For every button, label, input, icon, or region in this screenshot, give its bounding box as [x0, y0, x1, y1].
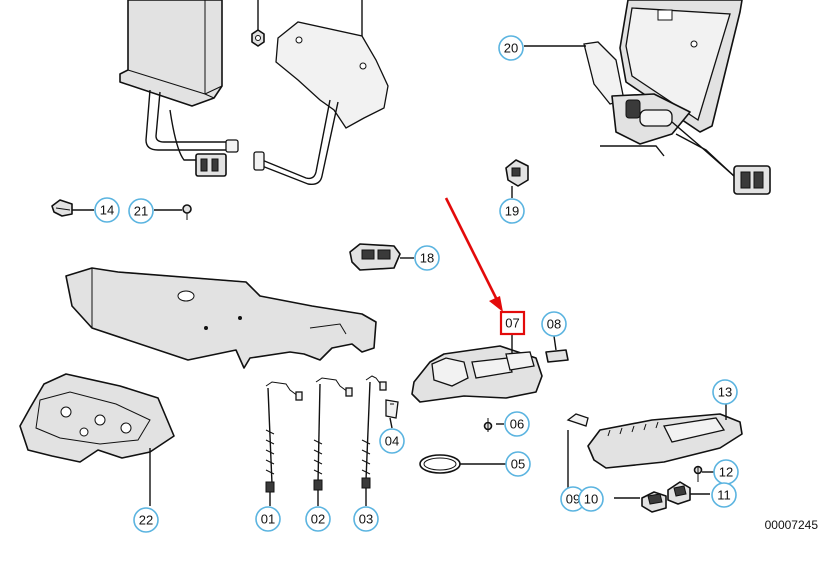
- svg-text:21: 21: [134, 204, 148, 219]
- svg-text:12: 12: [719, 465, 733, 480]
- callout-08[interactable]: 08: [541, 311, 567, 337]
- callout-22[interactable]: 22: [133, 507, 159, 533]
- motor-connector: [733, 165, 771, 195]
- callout-10[interactable]: 10: [578, 486, 604, 512]
- screw-21: [182, 204, 192, 220]
- cushion-hose: [145, 89, 239, 161]
- callout-13[interactable]: 13: [712, 379, 738, 405]
- knob-11: [667, 481, 691, 505]
- svg-text:09: 09: [566, 492, 580, 507]
- callout-04[interactable]: 04: [379, 428, 405, 454]
- ring-05: [419, 454, 461, 474]
- svg-text:01: 01: [261, 512, 275, 527]
- callout-19[interactable]: 19: [499, 198, 525, 224]
- seat-base-pan: [19, 373, 175, 506]
- highlight-arrow: [444, 197, 503, 312]
- plug-19: [505, 159, 529, 187]
- svg-text:11: 11: [717, 488, 731, 503]
- svg-text:04: 04: [385, 434, 399, 449]
- svg-text:18: 18: [420, 251, 434, 266]
- callout-14[interactable]: 14: [94, 197, 120, 223]
- callout-06[interactable]: 06: [504, 411, 530, 437]
- svg-text:05: 05: [511, 457, 525, 472]
- switch-housing: [411, 334, 543, 403]
- callout-18[interactable]: 18: [414, 245, 440, 271]
- callout-09[interactable]: 09: [560, 486, 586, 512]
- cushion-connector: [195, 153, 227, 177]
- clip-04: [385, 399, 399, 419]
- svg-text:14: 14: [100, 203, 114, 218]
- switch-panel: [566, 404, 743, 469]
- svg-text:06: 06: [510, 417, 524, 432]
- callout-05[interactable]: 05: [505, 451, 531, 477]
- callout-02[interactable]: 02: [305, 506, 331, 532]
- callout-21[interactable]: 21: [128, 198, 154, 224]
- callout-03[interactable]: 03: [353, 506, 379, 532]
- seat-back-cushion: [119, 0, 223, 107]
- cable-02: [313, 377, 353, 491]
- svg-text:03: 03: [359, 512, 373, 527]
- seat-side-trim: [65, 267, 377, 369]
- svg-text:20: 20: [504, 41, 518, 56]
- cover-08: [545, 349, 569, 363]
- heating-pad: [253, 0, 389, 186]
- motor-assembly: [583, 0, 743, 177]
- svg-text:08: 08: [547, 317, 561, 332]
- cable-01: [265, 381, 303, 493]
- callout-20[interactable]: 20: [498, 35, 524, 61]
- svg-text:07: 07: [505, 316, 519, 331]
- screw-06: [483, 418, 504, 432]
- callout-11[interactable]: 11: [711, 482, 737, 508]
- cable-03: [361, 375, 387, 489]
- svg-text:10: 10: [584, 492, 598, 507]
- svg-text:13: 13: [718, 385, 732, 400]
- screw-12: [693, 465, 703, 482]
- knob-10: [641, 491, 667, 513]
- switch-18: [349, 243, 401, 271]
- callout-12[interactable]: 12: [713, 459, 739, 485]
- svg-text:22: 22: [139, 513, 153, 528]
- svg-text:19: 19: [505, 204, 519, 219]
- callout-07-highlighted[interactable]: 07: [499, 310, 526, 336]
- svg-text:02: 02: [311, 512, 325, 527]
- drawing-number: 00007245: [765, 518, 819, 532]
- callout-01[interactable]: 01: [255, 506, 281, 532]
- clip-14: [51, 199, 73, 217]
- nut: [251, 0, 265, 47]
